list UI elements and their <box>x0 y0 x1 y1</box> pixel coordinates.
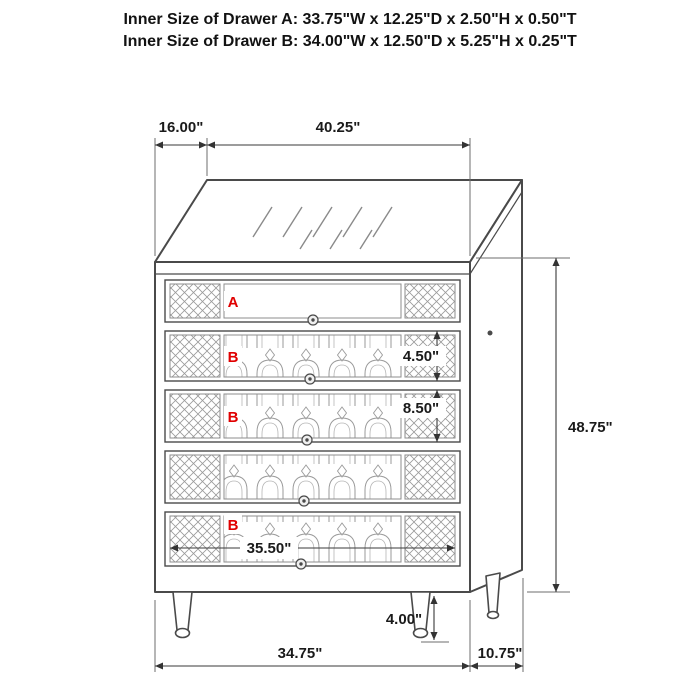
dim-leg-height: 4.00" <box>386 596 449 643</box>
dim-top-width-label: 40.25" <box>316 119 361 136</box>
dim-base-width: 34.75" <box>154 600 471 672</box>
chest-figure: A B B <box>154 179 523 639</box>
drawer-1-label: A <box>228 294 239 311</box>
dim-base-width-label: 34.75" <box>278 645 323 662</box>
drawer-1: A <box>164 279 461 326</box>
side-screw-dot <box>487 330 493 336</box>
dim-drawer-a-height-label: 4.50" <box>403 348 439 365</box>
drawer-5-label: B <box>228 517 239 534</box>
dim-drawer-b-height: 8.50" <box>396 390 446 442</box>
dim-top-depth-label: 16.00" <box>159 119 204 136</box>
top-face <box>154 179 523 263</box>
drawer-3-knob <box>301 434 313 446</box>
header-line-2: Inner Size of Drawer B: 34.00"W x 12.50"… <box>123 33 577 50</box>
header: Inner Size of Drawer A: 33.75"W x 12.25"… <box>123 11 577 50</box>
drawer-3-label: B <box>228 409 239 426</box>
dim-inner-width-label: 35.50" <box>247 540 292 557</box>
drawer-2-label-bg <box>224 346 242 366</box>
drawer-1-label-bg <box>224 291 242 311</box>
dim-leg-height-label: 4.00" <box>386 611 422 628</box>
dim-overall-height-label: 48.75" <box>568 419 613 436</box>
header-line-1: Inner Size of Drawer A: 33.75"W x 12.25"… <box>123 11 576 28</box>
dim-drawer-a-height: 4.50" <box>396 331 446 381</box>
drawer-5-label-bg <box>224 514 242 534</box>
drawer-4-knob <box>298 495 310 507</box>
drawer-2-label: B <box>228 349 239 366</box>
dim-inner-width: 35.50" <box>170 537 455 559</box>
drawer-4 <box>164 450 461 507</box>
drawer-1-knob <box>307 314 319 326</box>
dim-top-width: 40.25" <box>207 119 471 256</box>
drawer-5-knob <box>295 558 307 570</box>
front-left-leg <box>172 591 193 639</box>
back-right-leg <box>485 572 501 620</box>
dim-top-depth: 16.00" <box>154 119 208 256</box>
front-right-leg <box>410 591 431 639</box>
top-slab-edge-side <box>469 191 523 275</box>
dim-base-depth-label: 10.75" <box>478 645 523 662</box>
drawer-5: B <box>164 511 461 570</box>
top-reflection-marks <box>252 206 393 250</box>
drawer-2-knob <box>304 373 316 385</box>
drawer-3-label-bg <box>224 406 242 426</box>
dim-drawer-b-height-label: 8.50" <box>403 400 439 417</box>
dim-base-depth: 10.75" <box>470 578 524 672</box>
dim-overall-height: 48.75" <box>476 257 613 593</box>
